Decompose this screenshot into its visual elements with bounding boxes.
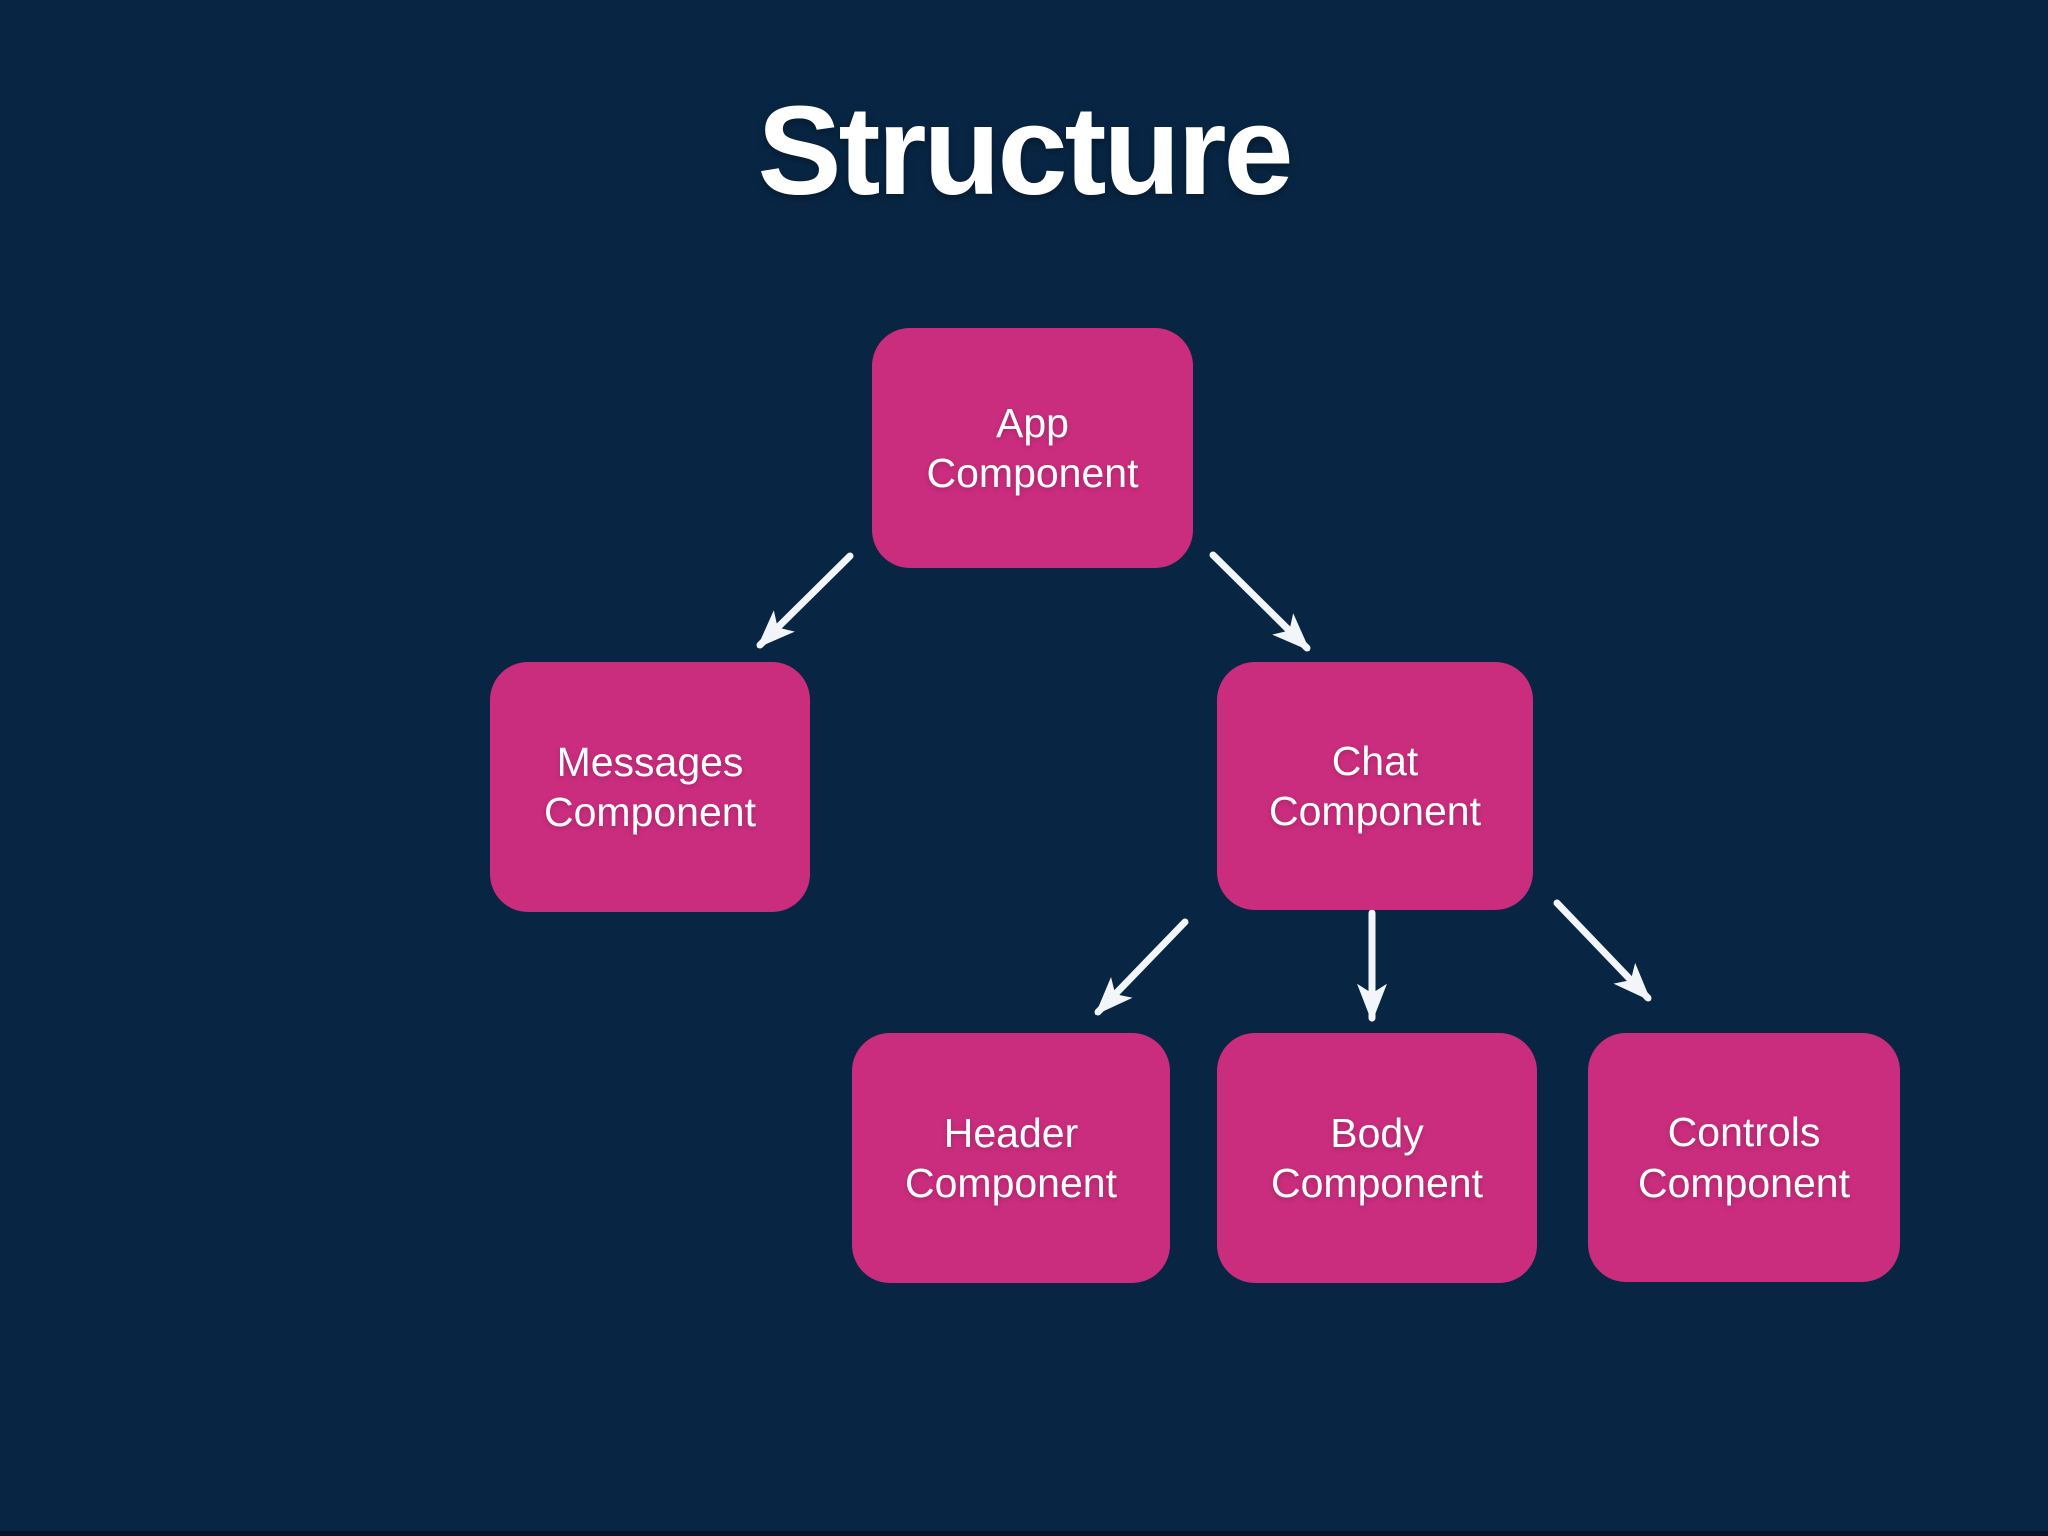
node-chat-component: Chat Component — [1217, 662, 1533, 910]
node-controls-component: Controls Component — [1588, 1033, 1900, 1282]
node-app-component: App Component — [872, 328, 1193, 568]
edge-chat-to-header — [1094, 918, 1189, 1016]
node-header-component: Header Component — [852, 1033, 1170, 1283]
edge-app-to-chat — [1209, 551, 1311, 652]
slide-title: Structure — [757, 80, 1293, 221]
node-messages-component: Messages Component — [490, 662, 810, 912]
node-body-component: Body Component — [1217, 1033, 1537, 1283]
edge-chat-to-controls — [1553, 899, 1652, 1002]
edge-app-to-messages — [756, 552, 854, 649]
